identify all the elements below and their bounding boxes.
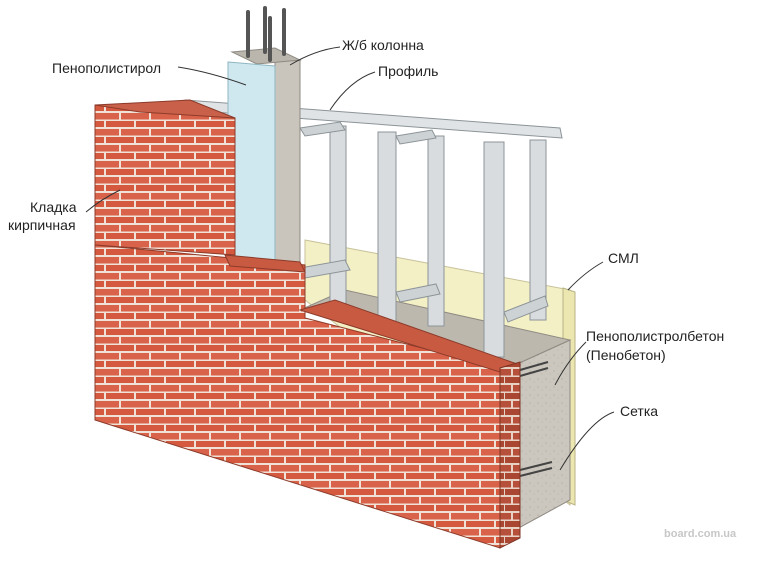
label-mesh: Сетка bbox=[620, 403, 659, 419]
watermark: board.com.ua bbox=[664, 528, 737, 540]
leader-sml bbox=[567, 261, 604, 291]
leader-foam bbox=[554, 341, 587, 386]
profile-crossbar bbox=[299, 121, 346, 137]
profile-stud bbox=[377, 131, 397, 333]
leader-profile bbox=[329, 71, 376, 111]
column-front bbox=[274, 54, 301, 291]
leader-lines bbox=[85, 46, 615, 471]
label-column: Ж/б колонна bbox=[342, 37, 424, 53]
horizontal-profiles bbox=[299, 121, 549, 323]
brick-wall-top-step bbox=[224, 254, 306, 273]
leader-brick bbox=[85, 189, 121, 213]
column-rebars bbox=[246, 6, 286, 62]
profile-stud bbox=[329, 125, 347, 307]
profile-crossbar bbox=[395, 283, 441, 303]
leader-column bbox=[289, 46, 341, 66]
mesh-rebars bbox=[519, 361, 553, 477]
label-sml: СМЛ bbox=[608, 250, 639, 266]
profile-crossbar bbox=[503, 295, 549, 323]
label-foam-line2: (Пенобетон) bbox=[586, 347, 666, 363]
label-penopolistirol: Пенополистирол bbox=[52, 60, 162, 76]
brick-wall-top-edge bbox=[94, 99, 236, 119]
label-profile: Профиль bbox=[378, 63, 439, 79]
profile-stud bbox=[427, 135, 445, 327]
brick-wall-upper bbox=[94, 104, 236, 256]
profile-stud bbox=[483, 141, 505, 358]
profile-stud bbox=[529, 139, 547, 321]
brick-wall-side bbox=[499, 361, 521, 549]
label-brick-line1: Кладка bbox=[30, 199, 77, 215]
leader-penopolistirol bbox=[177, 66, 247, 86]
label-foam-line1: Пенополистролбетон bbox=[586, 328, 725, 344]
profile-crossbar bbox=[395, 129, 437, 145]
leader-mesh bbox=[559, 411, 615, 471]
label-brick-line2: кирпичная bbox=[8, 217, 76, 233]
